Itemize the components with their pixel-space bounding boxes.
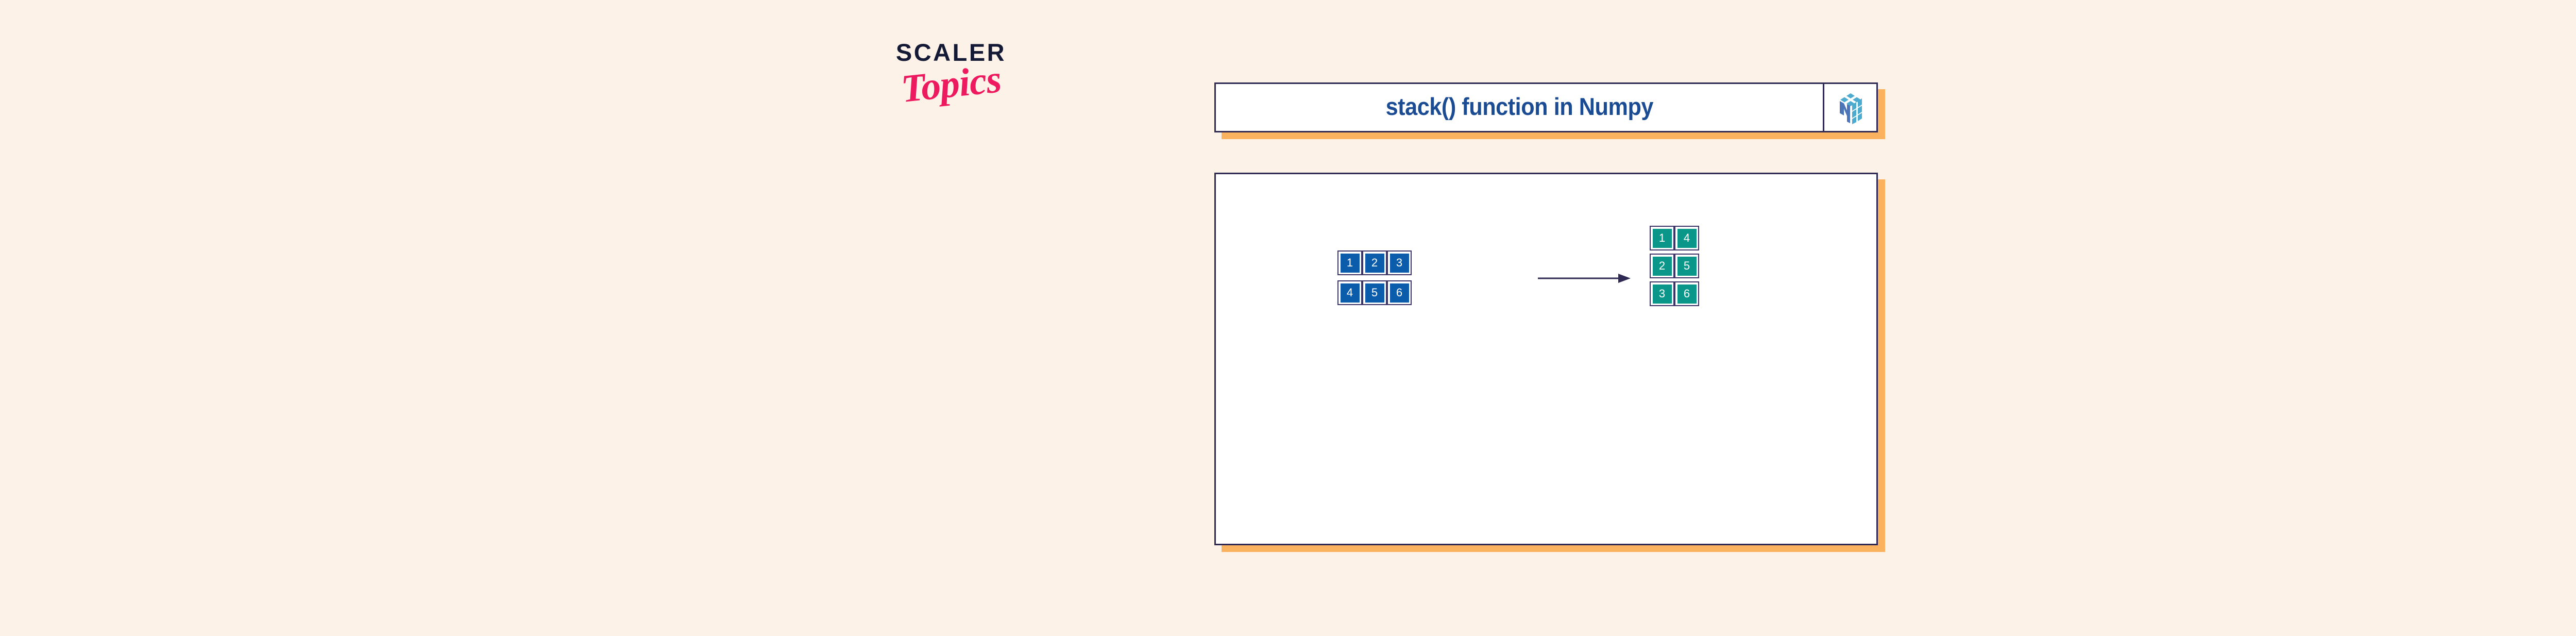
right-arrow-icon bbox=[1538, 274, 1631, 283]
title-text-cell: stack() function in Numpy bbox=[1216, 84, 1823, 131]
matrix-cell-value: 6 bbox=[1389, 283, 1409, 303]
matrix-cell-value: 2 bbox=[1652, 256, 1672, 276]
title-bar-container: stack() function in Numpy bbox=[1214, 82, 1885, 139]
scaler-topics-logo: SCALER Topics bbox=[882, 40, 1021, 123]
matrix-cell: 3 bbox=[1650, 281, 1674, 306]
matrix-cell: 3 bbox=[1387, 250, 1412, 275]
title-logo-cell bbox=[1823, 84, 1876, 131]
matrix-cell-value: 3 bbox=[1389, 253, 1409, 273]
matrix-cell-value: 3 bbox=[1652, 284, 1672, 304]
matrix-cell-value: 6 bbox=[1677, 284, 1697, 304]
brand-script-topics: Topics bbox=[899, 57, 1003, 111]
matrix-cell-value: 5 bbox=[1365, 283, 1384, 303]
matrix-cell-value: 5 bbox=[1677, 256, 1697, 276]
matrix-cell-value: 4 bbox=[1340, 283, 1360, 303]
matrix-cell-value: 4 bbox=[1677, 228, 1697, 248]
page-title: stack() function in Numpy bbox=[1385, 93, 1653, 120]
matrix-cell: 1 bbox=[1650, 226, 1674, 250]
matrix-cell: 2 bbox=[1362, 250, 1387, 275]
matrix-cell: 6 bbox=[1674, 281, 1699, 306]
numpy-cube-icon bbox=[1839, 93, 1862, 124]
matrix-cell: 4 bbox=[1337, 280, 1362, 305]
title-bar: stack() function in Numpy bbox=[1214, 82, 1878, 132]
matrix-cell: 4 bbox=[1674, 226, 1699, 250]
brand-wordmark: SCALER bbox=[895, 39, 1007, 66]
matrix-cell: 5 bbox=[1674, 254, 1699, 278]
matrix-cell: 5 bbox=[1362, 280, 1387, 305]
matrix-cell-value: 1 bbox=[1652, 228, 1672, 248]
matrix-cell: 6 bbox=[1387, 280, 1412, 305]
matrix-cell: 1 bbox=[1337, 250, 1362, 275]
matrix-cell: 2 bbox=[1650, 254, 1674, 278]
matrix-cell-value: 1 bbox=[1340, 253, 1360, 273]
matrix-cell-value: 2 bbox=[1365, 253, 1384, 273]
